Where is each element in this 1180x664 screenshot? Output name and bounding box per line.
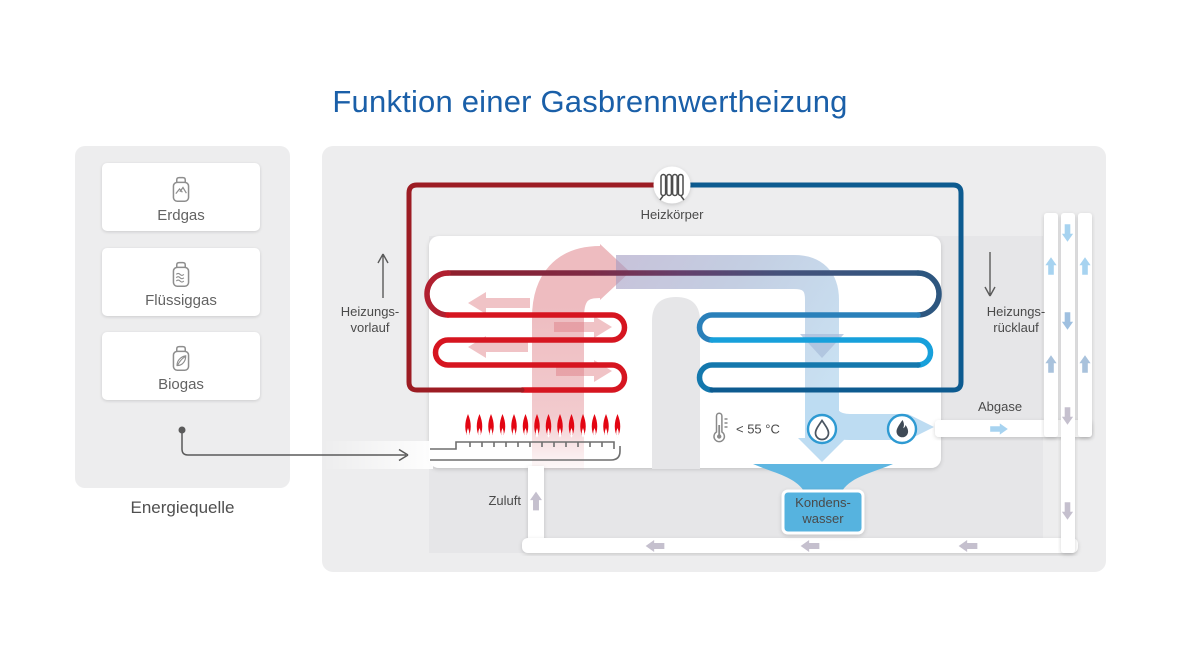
temperature-label: < 55 °C [736,422,780,437]
gas-bottle-leaf-icon [172,345,190,371]
radiator-label: Heizkörper [641,207,705,222]
connector-dot [178,426,186,434]
energy-panel-background [75,146,290,488]
return-label-line2: rücklauf [993,320,1039,335]
exhaust-label: Abgase [978,399,1022,414]
radiator-badge [653,166,691,204]
condensate-label-line2: wasser [801,511,844,526]
gas-supply-line [178,426,409,462]
air-intake-channel [522,538,1078,553]
flue-pipe-center [1061,213,1075,553]
condensate-branch-arrowhead [798,438,846,462]
energy-source-panel: Erdgas Flüssiggas Biogas [75,146,290,488]
burner-slots [469,442,603,447]
flame-icon [896,420,909,438]
air-supply-label: Zuluft [488,493,521,508]
flue-pipe-left [1044,213,1058,437]
condensate-label-line1: Kondens- [795,495,851,510]
radiator-icon [659,173,685,201]
condensate-box [781,489,865,535]
gas-bottle-mountain-icon [172,176,190,202]
boiler-center-notch [652,297,700,469]
gas-inlet-arrowhead [398,448,409,462]
supply-label-line2: vorlauf [350,320,389,335]
temperature-indicator: < 55 °C [713,412,780,443]
exhaust-flame-badge [886,413,918,445]
energy-card-label: Biogas [158,375,204,393]
water-drop-icon [814,419,830,441]
condensate-drop-badge [806,413,838,445]
gas-bottle-waves-icon [172,261,190,287]
energy-card-label: Erdgas [157,206,205,224]
energy-card-label: Flüssiggas [145,291,217,309]
return-direction-arrow [984,252,996,297]
supply-direction-arrow [377,253,389,298]
hot-heat-exchanger-coil [406,182,921,393]
thermometer-icon [713,412,728,443]
condensate-funnel [753,464,893,493]
flue-pipe-right [1078,213,1092,437]
energy-card-biogas: Biogas [102,332,260,400]
energy-card-erdgas: Erdgas [102,163,260,231]
supply-label-line1: Heizungs- [341,304,400,319]
condensing-coil [687,182,964,393]
heating-return-pipe [687,182,964,393]
energy-card-fluessiggas: Flüssiggas [102,248,260,316]
flow-direction-arrows [377,252,996,298]
page-title: Funktion einer Gasbrennwertheizung [332,84,848,119]
energy-panel-title: Energiequelle [130,498,235,517]
heating-supply-pipe [406,182,658,393]
gas-burner [430,414,621,461]
return-label-line1: Heizungs- [987,304,1046,319]
burner-flames [465,414,621,438]
